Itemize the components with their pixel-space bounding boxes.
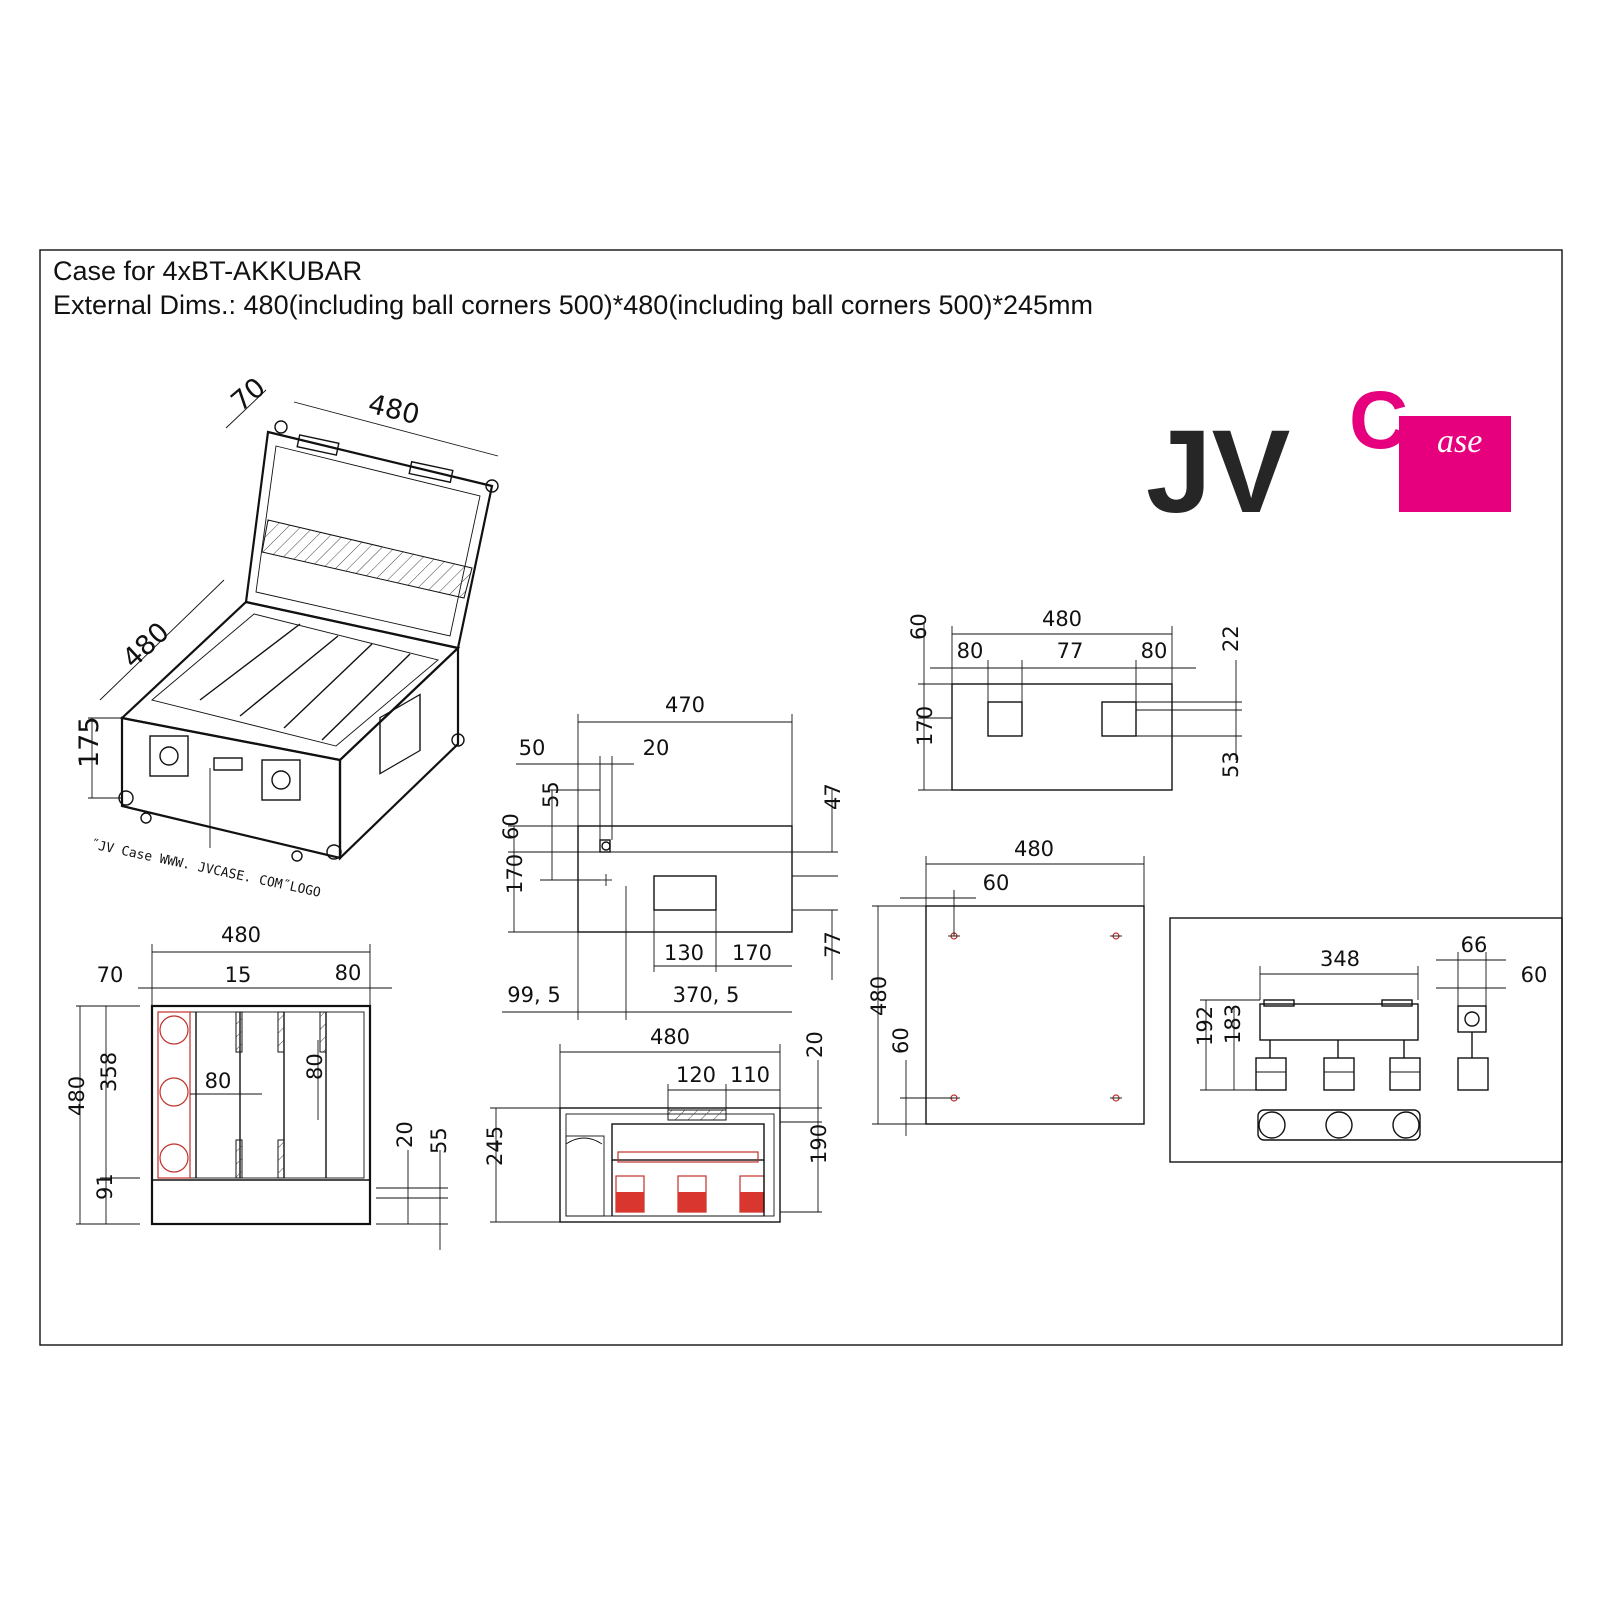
lid-side-dim-60: 60 <box>907 613 931 640</box>
lid-side-dim-53: 53 <box>1219 751 1243 778</box>
top-dim-480-vertical: 480 <box>65 1076 89 1116</box>
front-dim-20: 20 <box>643 736 670 760</box>
front-dim-77: 77 <box>821 931 845 958</box>
product-dim-192: 192 <box>1193 1006 1217 1046</box>
front-dim-130: 130 <box>664 941 704 965</box>
lid-side-dim-80-left: 80 <box>957 639 984 663</box>
logo-jv-text: JV <box>1146 406 1290 538</box>
logo-magenta-square <box>1399 416 1511 512</box>
top-dim-91: 91 <box>93 1173 117 1200</box>
lid-side-dim-22: 22 <box>1219 625 1243 652</box>
front-dim-55: 55 <box>539 781 563 808</box>
iso-dim-480-width: 480 <box>365 389 423 432</box>
product-dim-348: 348 <box>1320 947 1360 971</box>
external-dimensions-title: External Dims.: 480(including ball corne… <box>53 290 1094 320</box>
lid-top-view: 480 60 480 60 <box>867 837 1145 1136</box>
front-dim-60: 60 <box>499 813 523 840</box>
front-dim-50: 50 <box>519 736 546 760</box>
top-view-case-interior: 480 70 15 80 80 80 480 358 91 20 55 <box>65 923 451 1250</box>
logo-c-letter: C <box>1349 375 1408 466</box>
product-view-frame <box>1169 917 1563 1163</box>
top-dim-80-vertical: 80 <box>303 1053 327 1080</box>
front-dim-99-5: 99, 5 <box>507 983 560 1007</box>
lid-top-dim-60: 60 <box>983 871 1010 895</box>
front-dim-370-5: 370, 5 <box>673 983 740 1007</box>
front-view-case: 470 50 20 55 60 170 47 130 170 77 99, 5 … <box>499 693 845 1020</box>
section-dim-480: 480 <box>650 1025 690 1049</box>
top-dim-358: 358 <box>97 1052 121 1092</box>
top-dim-480: 480 <box>221 923 261 947</box>
top-dim-55: 55 <box>427 1127 451 1154</box>
section-view-case: 480 120 110 20 245 190 <box>483 1025 831 1223</box>
front-dim-170: 170 <box>503 854 527 894</box>
section-dim-110: 110 <box>730 1063 770 1087</box>
isometric-case-view: 70 480 480 175 ˝JV Case WWW. JVCASE. COM… <box>74 372 499 901</box>
top-dim-70: 70 <box>97 963 124 987</box>
lid-top-dim-480-vertical: 480 <box>867 976 891 1016</box>
top-dim-80-right: 80 <box>335 961 362 985</box>
lid-top-dim-60-vertical: 60 <box>889 1027 913 1054</box>
section-dim-190: 190 <box>807 1124 831 1164</box>
top-dim-80-center: 80 <box>205 1069 232 1093</box>
section-dim-245: 245 <box>483 1126 507 1166</box>
drawing-frame <box>39 249 1563 1346</box>
lid-top-dim-480: 480 <box>1014 837 1054 861</box>
product-dim-60: 60 <box>1521 963 1548 987</box>
product-dim-66: 66 <box>1461 933 1488 957</box>
jv-case-logo: JV C ase <box>1146 375 1511 538</box>
section-dim-20: 20 <box>803 1031 827 1058</box>
product-dim-183: 183 <box>1221 1004 1245 1044</box>
lid-side-dim-80-right: 80 <box>1141 639 1168 663</box>
lid-side-dim-77: 77 <box>1057 639 1084 663</box>
iso-dim-70: 70 <box>225 372 271 418</box>
front-dim-47: 47 <box>821 783 845 810</box>
top-dim-15: 15 <box>225 963 252 987</box>
front-dim-470: 470 <box>665 693 705 717</box>
section-dim-120: 120 <box>676 1063 716 1087</box>
front-dim-170-horizontal: 170 <box>732 941 772 965</box>
logo-ase-text: ase <box>1437 423 1482 460</box>
top-dim-20: 20 <box>393 1121 417 1148</box>
logo-position-note: ˝JV Case WWW. JVCASE. COM˝LOGO <box>89 837 322 901</box>
drawing-title: Case for 4xBT-AKKUBAR <box>53 256 363 286</box>
iso-dim-480-depth: 480 <box>117 617 176 675</box>
lid-side-dim-170: 170 <box>913 706 937 746</box>
lid-side-dim-480: 480 <box>1042 607 1082 631</box>
lid-side-view: 480 60 80 77 80 22 170 53 <box>907 607 1243 791</box>
product-bt-akkubar-view: 348 66 60 192 183 <box>1169 917 1563 1163</box>
iso-dim-175: 175 <box>74 716 105 768</box>
